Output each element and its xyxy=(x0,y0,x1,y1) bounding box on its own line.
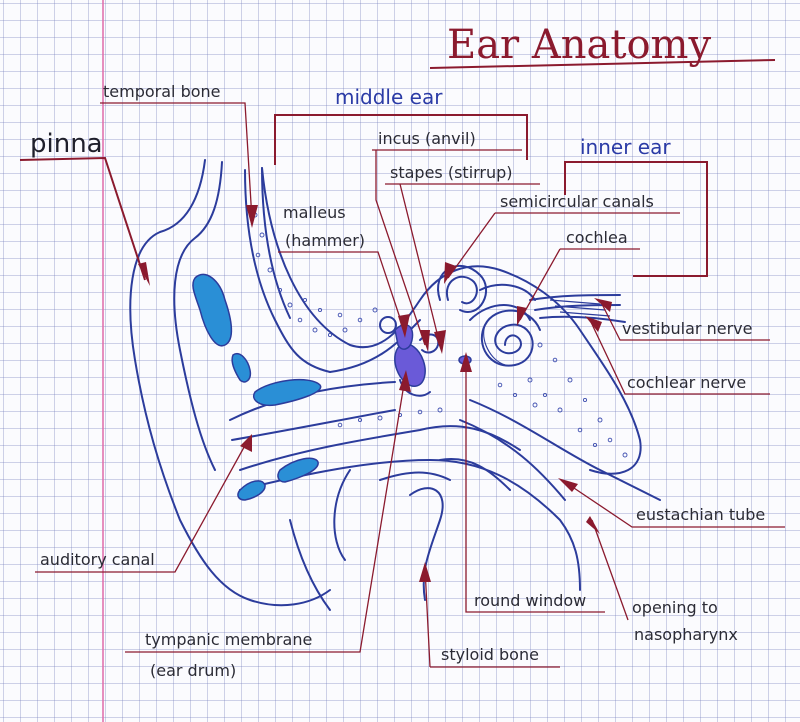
label-tympanic-1: tympanic membrane xyxy=(145,630,312,649)
label-opening-1: opening to xyxy=(632,598,718,617)
label-eustachian-tube: eustachian tube xyxy=(636,505,765,524)
label-styloid-bone: styloid bone xyxy=(441,645,539,664)
label-temporal-bone: temporal bone xyxy=(103,82,221,101)
label-semicircular-canals: semicircular canals xyxy=(500,192,654,211)
label-round-window: round window xyxy=(474,591,586,610)
title-underline xyxy=(429,59,776,69)
inner-ear-bracket xyxy=(564,161,708,277)
pinna-underline xyxy=(19,156,146,281)
inner-ear-header: inner ear xyxy=(580,135,671,159)
pinna-arrowhead xyxy=(138,262,150,286)
diagram-title: Ear Anatomy xyxy=(447,22,711,68)
label-vestibular-nerve: vestibular nerve xyxy=(622,319,752,338)
label-malleus-2: (hammer) xyxy=(285,231,365,250)
label-malleus-1: malleus xyxy=(283,203,346,222)
label-incus: incus (anvil) xyxy=(378,129,476,148)
label-tympanic-2: (ear drum) xyxy=(150,661,236,680)
label-stapes: stapes (stirrup) xyxy=(390,163,513,182)
middle-ear-header: middle ear xyxy=(335,85,443,109)
pinna-header: pinna xyxy=(30,129,103,159)
middle-ear-bracket xyxy=(274,114,528,165)
label-cochlea: cochlea xyxy=(566,228,628,247)
label-auditory-canal: auditory canal xyxy=(40,550,155,569)
label-cochlear-nerve: cochlear nerve xyxy=(627,373,746,392)
ear-illustration xyxy=(129,159,661,611)
label-opening-2: nasopharynx xyxy=(634,625,738,644)
